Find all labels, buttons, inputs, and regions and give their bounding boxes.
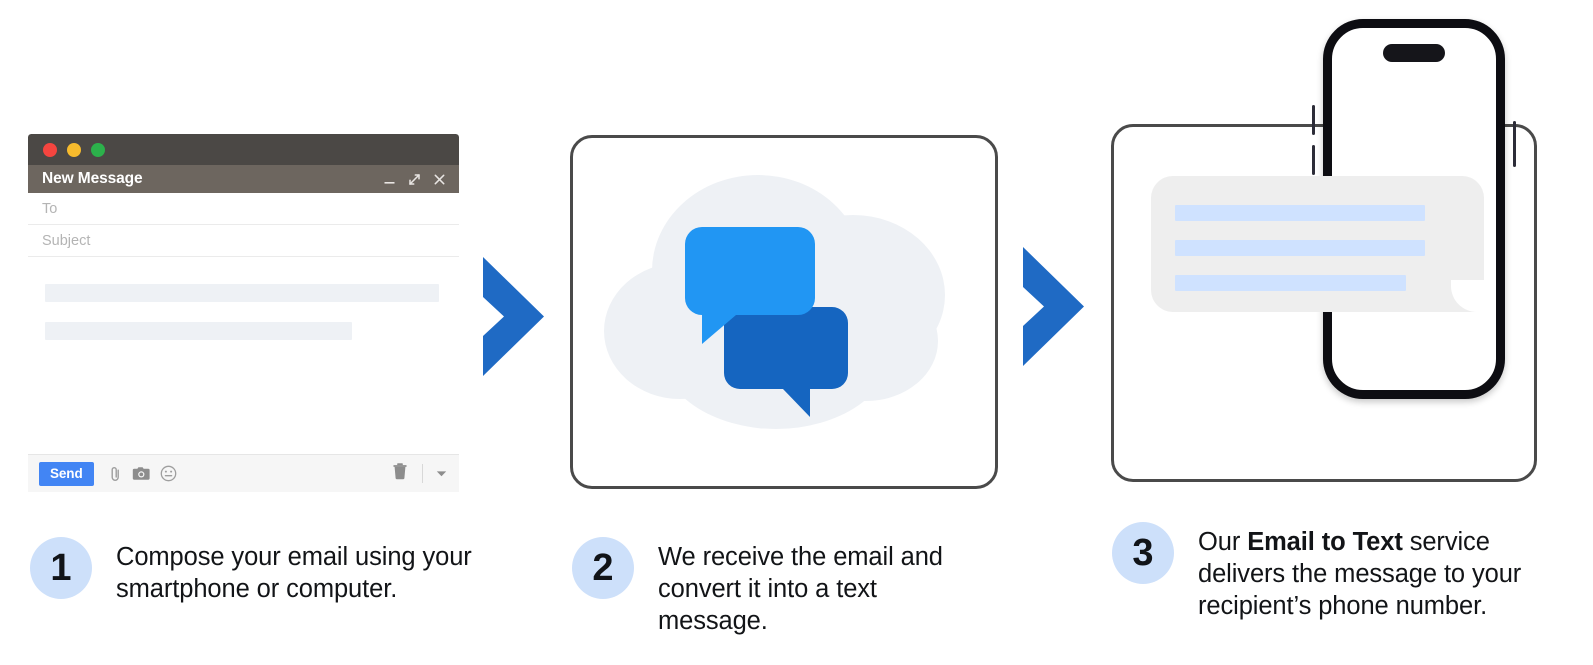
arrow-step1-to-step2 [480,255,548,383]
step-1-number-badge: 1 [30,537,92,599]
sms-message-bubble [1151,176,1487,312]
step-3-number-badge: 3 [1112,522,1174,584]
step-2-caption: 2 We receive the email and convert it in… [572,537,992,637]
compose-tool-icons [108,465,177,482]
step-2-number-badge: 2 [572,537,634,599]
minimize-icon[interactable] [383,173,396,186]
emoji-icon[interactable] [160,465,177,482]
window-button-group [383,173,446,186]
volume-up-button[interactable] [1312,105,1315,135]
compose-toolbar-right [393,462,447,485]
sms-text-line [1175,205,1425,221]
toolbar-divider [422,464,423,483]
minimize-yellow-dot-icon[interactable] [67,142,81,157]
to-field[interactable]: To [28,193,459,225]
sms-text-line [1175,275,1406,291]
compose-window: New Message To [28,134,459,492]
to-field-placeholder: To [42,200,58,217]
body-placeholder-line [45,284,439,302]
sms-text-line [1175,240,1425,256]
close-icon[interactable] [433,173,446,186]
cloud-card [570,135,998,489]
dynamic-island-icon [1383,44,1445,62]
send-button[interactable]: Send [39,461,94,486]
arrow-step2-to-step3 [1020,245,1088,373]
subject-field[interactable]: Subject [28,225,459,257]
zoom-green-dot-icon[interactable] [91,142,105,157]
subject-field-placeholder: Subject [42,232,91,249]
expand-icon[interactable] [408,173,421,186]
compose-title-bar: New Message [28,165,459,193]
attach-icon[interactable] [108,466,123,482]
chevron-down-icon[interactable] [436,465,447,483]
body-placeholder-line [45,322,352,340]
step-1-caption: 1 Compose your email using your smartpho… [30,537,500,605]
window-chrome-bar [28,134,459,165]
compose-body-area[interactable] [28,257,459,456]
step-3-text: Our Email to Text service delivers the m… [1198,528,1522,621]
trash-icon[interactable] [393,462,407,485]
step-2-text: We receive the email and convert it into… [658,543,943,636]
close-red-dot-icon[interactable] [43,142,57,157]
camera-icon[interactable] [132,466,151,481]
volume-down-button[interactable] [1312,145,1315,175]
power-button[interactable] [1513,121,1516,167]
compose-title-text: New Message [42,170,143,187]
compose-toolbar: Send [28,454,459,492]
step-1-text: Compose your email using your smartphone… [116,543,472,604]
step-3-caption: 3 Our Email to Text service delivers the… [1112,522,1582,622]
